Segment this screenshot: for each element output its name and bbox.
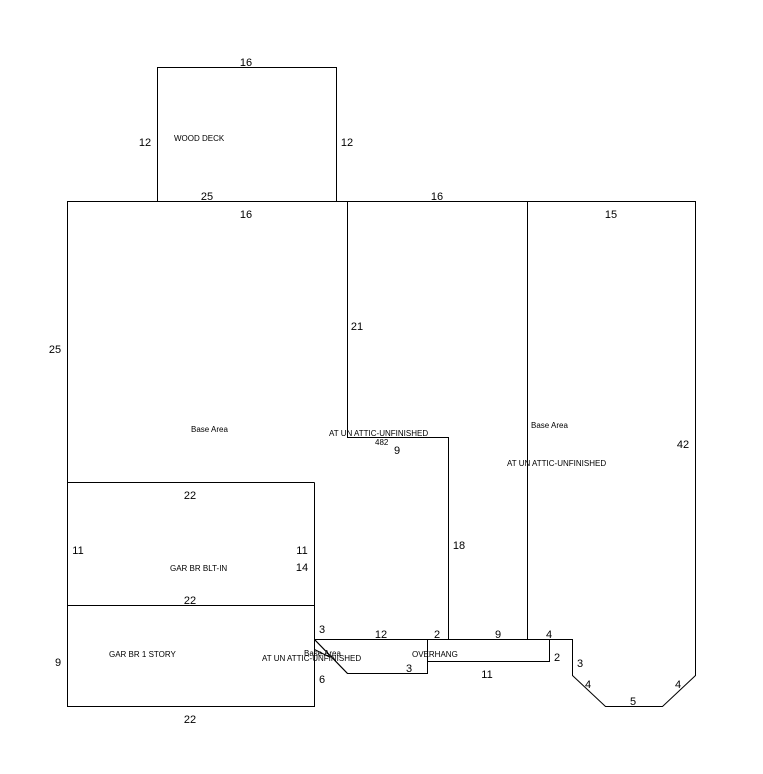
dim-bottom-12: 12	[375, 629, 387, 641]
dim-gar-builtin-bottom: 22	[184, 595, 196, 607]
dim-bay-5: 5	[630, 696, 636, 708]
dim-deck-left: 12	[139, 137, 151, 149]
dim-bottom-9: 9	[495, 629, 501, 641]
dim-deck-right: 12	[341, 137, 353, 149]
dim-base-left: 25	[49, 344, 61, 356]
garage-one-story-label: GAR BR 1 STORY	[109, 650, 177, 659]
base-area-label-left: Base Area	[191, 425, 228, 434]
dim-base-top-mid: 16	[431, 191, 443, 203]
dim-gar-builtin-top: 22	[184, 490, 196, 502]
dim-bottom-11: 11	[481, 669, 492, 681]
dim-deck-bottom: 25	[201, 191, 213, 203]
garage-builtin-label: GAR BR BLT-IN	[170, 564, 227, 573]
dim-gar-builtin-left: 11	[72, 545, 83, 557]
dim-gar-builtin-inner: 14	[296, 562, 308, 574]
wood-deck-label: WOOD DECK	[174, 134, 225, 143]
attic-center-label: AT UN ATTIC-UNFINISHED	[329, 429, 428, 438]
dim-bottom-2b: 2	[554, 652, 560, 664]
dim-right-side: 42	[677, 439, 689, 451]
bottom-attic-diagonal-2	[314, 649, 331, 658]
dim-bottom-6: 6	[319, 674, 325, 686]
dim-bottom-2a: 2	[434, 629, 440, 641]
dim-gar-one-bottom: 22	[184, 714, 196, 726]
dim-bottom-3b: 3	[406, 663, 412, 675]
attic-right-label: AT UN ATTIC-UNFINISHED	[507, 459, 606, 468]
dim-deck-top: 16	[240, 57, 252, 69]
bottom-attic-diagonal	[314, 639, 348, 674]
base-area-label-right: Base Area	[531, 421, 568, 430]
dim-gar-one-left: 9	[55, 657, 61, 669]
overhang-label: OVERHANG	[412, 650, 458, 659]
house-outline	[67, 201, 696, 707]
dim-base-top-left: 16	[240, 209, 252, 221]
dim-bay-4b: 4	[675, 679, 681, 691]
dim-gar-builtin-right: 11	[296, 545, 307, 557]
dim-attic-center-drop: 18	[453, 540, 465, 552]
dim-base-top-right: 15	[605, 209, 617, 221]
dim-bay-4a: 4	[585, 679, 591, 691]
dim-bay-3: 3	[577, 658, 583, 670]
dim-bottom-4a: 4	[546, 629, 552, 641]
attic-bottom-label: AT UN ATTIC-UNFINISHED	[262, 654, 361, 663]
dim-attic-center-ledge: 9	[394, 445, 400, 457]
dim-attic-center-left: 21	[351, 321, 363, 333]
attic-bottom-overlap-label: Base Area	[304, 649, 341, 658]
attic-center-value: 482	[375, 438, 389, 447]
attic-center-outline	[347, 201, 449, 640]
dim-bottom-step-3a: 3	[319, 624, 325, 636]
